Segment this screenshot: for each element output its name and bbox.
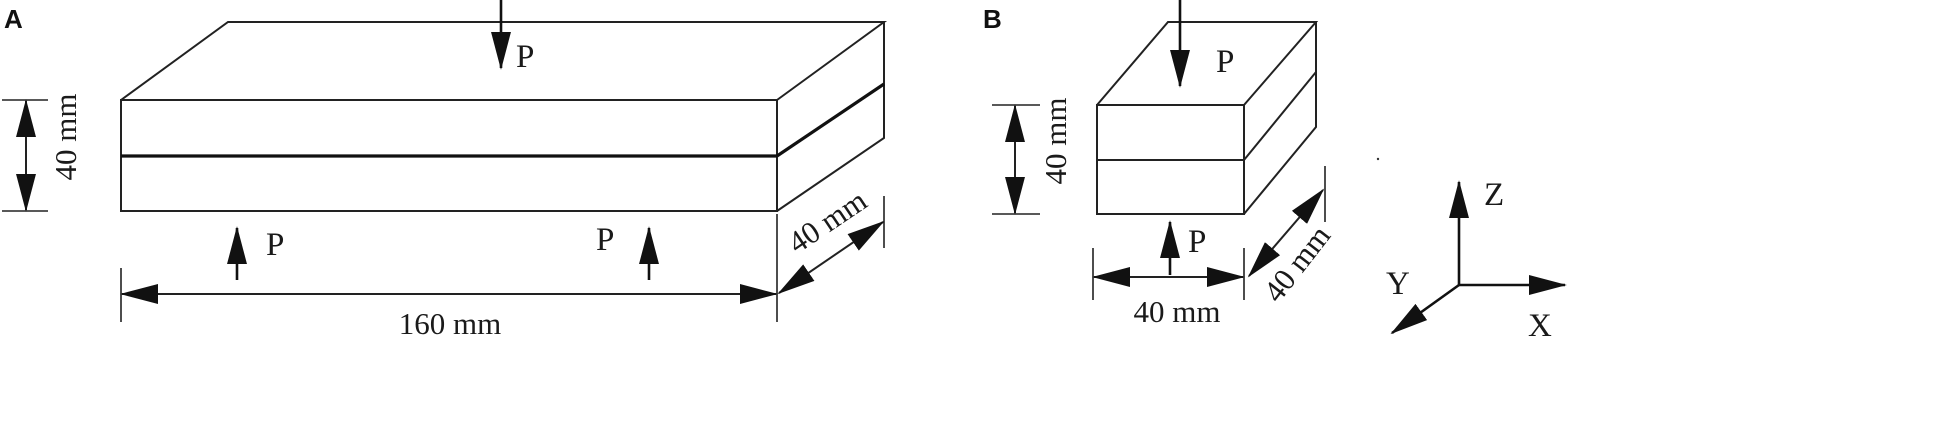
panel-a-label: A [4, 4, 23, 34]
prism-a-right-layer-line [776, 82, 885, 158]
coordinate-axes: Z X Y [1386, 177, 1567, 344]
prism-a-top-load: P [491, 0, 534, 75]
cube-b-depth-label: 40 mm [1256, 218, 1337, 308]
panel-b-label: B [983, 4, 1002, 34]
prism-a-support-right: P [596, 222, 659, 280]
prism-a-length-dimension: 160 mm [120, 214, 778, 341]
prism-a-top-face [120, 21, 888, 101]
prism-a-height-dimension: 40 mm [2, 94, 83, 212]
cube-b-top-load-label: P [1216, 44, 1234, 80]
panel-a: A P P P [2, 0, 888, 341]
cube-b-right-face [1243, 22, 1317, 215]
cube-b-depth-dimension: 40 mm [1247, 166, 1337, 309]
cube-b-height-label: 40 mm [1038, 98, 1073, 185]
prism-a-support-left: P [227, 226, 284, 280]
prism-a-length-label: 160 mm [399, 306, 501, 341]
prism-a-height-label: 40 mm [48, 94, 83, 181]
prism-a [120, 21, 888, 212]
z-axis-label: Z [1484, 177, 1504, 213]
y-axis-arrow-icon [1390, 283, 1460, 335]
cube-b-width-label: 40 mm [1134, 294, 1221, 329]
prism-a-support-left-label: P [266, 227, 284, 263]
cube-b-bottom-load: P [1160, 220, 1206, 275]
cube-b-top-face [1096, 21, 1319, 106]
cube-b-right-layer-line [1243, 71, 1317, 161]
y-axis-label: Y [1386, 266, 1410, 302]
cube-b-bottom-load-label: P [1188, 224, 1206, 260]
cube-b-top-load: P [1170, 0, 1234, 88]
cube-b-width-dimension: 40 mm [1092, 248, 1245, 329]
prism-a-depth-label: 40 mm [781, 182, 873, 260]
prism-a-support-right-label: P [596, 222, 614, 258]
stray-dot [1376, 157, 1380, 161]
prism-a-top-load-label: P [516, 39, 534, 75]
x-axis-label: X [1528, 308, 1552, 344]
prism-a-right-face [776, 22, 885, 212]
cube-b [1096, 21, 1319, 215]
panel-b: B P P 40 mm 40 [983, 0, 1337, 329]
cube-b-height-dimension: 40 mm [992, 98, 1073, 215]
